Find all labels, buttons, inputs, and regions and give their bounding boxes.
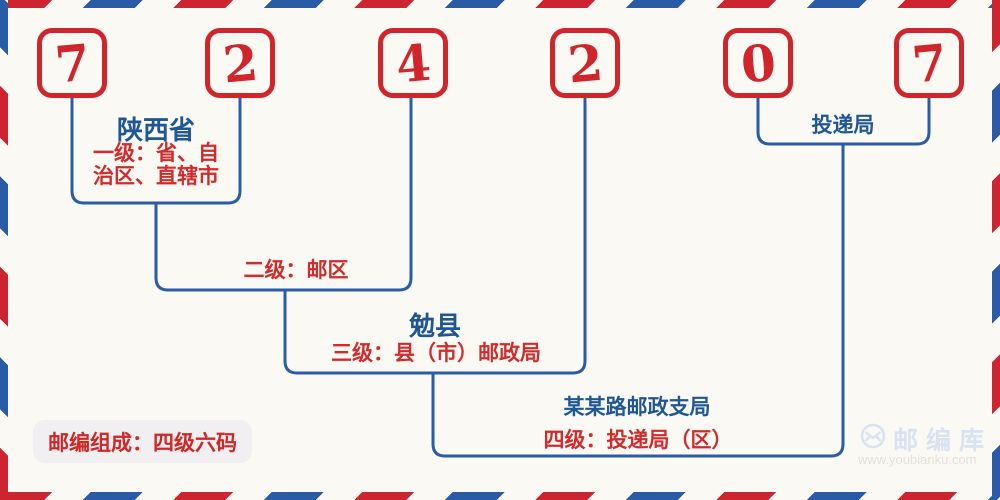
postal-digit-box-5: 0 bbox=[723, 28, 793, 98]
watermark-brand: 邮编库 bbox=[893, 427, 993, 455]
envelope-circle-icon bbox=[860, 423, 886, 449]
branch-label: 某某路邮政支局 bbox=[563, 396, 711, 419]
postal-digit-box-4: 2 bbox=[550, 28, 620, 98]
composition-note: 邮编组成：四级六码 bbox=[48, 431, 237, 455]
postal-digit: 7 bbox=[909, 32, 949, 94]
postal-digit: 7 bbox=[52, 32, 92, 94]
level3-description: 三级：县（市）邮政局 bbox=[331, 342, 541, 365]
level2-description: 二级：邮区 bbox=[243, 259, 349, 282]
postal-digit: 2 bbox=[220, 32, 260, 94]
airmail-border-right bbox=[992, 0, 1000, 500]
watermark-url: www.youbianku.com bbox=[858, 452, 977, 467]
postal-digit-box-1: 7 bbox=[37, 28, 107, 98]
province-label: 陕西省 bbox=[116, 115, 196, 145]
level4-bracket-line bbox=[431, 144, 845, 458]
level3-bracket-line bbox=[283, 98, 587, 375]
airmail-border-left bbox=[0, 0, 8, 500]
airmail-border-bottom bbox=[0, 492, 1000, 500]
composition-note-box: 邮编组成：四级六码 bbox=[33, 420, 252, 463]
postal-digit: 0 bbox=[738, 32, 778, 94]
level4-description: 四级：投递局（区） bbox=[543, 429, 733, 452]
postal-digit-box-3: 4 bbox=[378, 28, 448, 98]
level1-description: 一级：省、自 治区、直辖市 bbox=[93, 142, 219, 188]
level1-description-line2: 治区、直辖市 bbox=[93, 165, 219, 188]
postal-digit: 2 bbox=[565, 32, 605, 94]
delivery-bracket-line bbox=[756, 98, 931, 146]
postal-digit: 4 bbox=[393, 32, 433, 94]
delivery-office-label: 投递局 bbox=[811, 114, 875, 137]
county-label: 勉县 bbox=[408, 311, 462, 341]
airmail-border-top bbox=[0, 0, 1000, 8]
postal-digit-box-6: 7 bbox=[894, 28, 964, 98]
level1-description-line1: 一级：省、自 bbox=[93, 142, 219, 165]
postal-digit-box-2: 2 bbox=[205, 28, 275, 98]
